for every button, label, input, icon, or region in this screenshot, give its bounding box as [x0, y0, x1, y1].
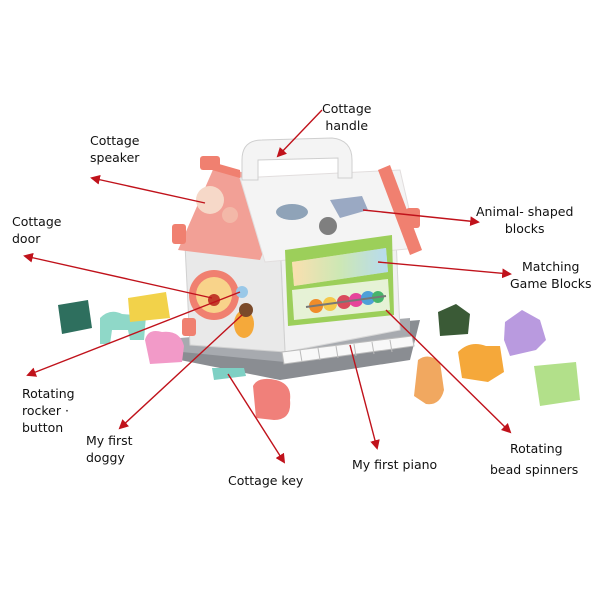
arrow-first-doggy — [118, 314, 243, 430]
label-cottage-key: Cottage key — [228, 473, 304, 488]
arrow-rocker-button — [26, 291, 241, 377]
label-cottage-speaker: Cottage speaker — [90, 133, 140, 165]
label-animal-shaped-blocks: Animal- shaped blocks — [476, 204, 574, 236]
label-matching-game-blocks: Matching Game Blocks — [510, 259, 592, 291]
label-cottage-door: Cottage door — [12, 214, 62, 246]
arrow-bead-spinners — [385, 309, 512, 434]
arrow-animal-blocks — [362, 209, 480, 227]
label-my-first-piano: My first piano — [352, 457, 438, 472]
label-cottage-handle: Cottage handle — [322, 101, 372, 133]
label-rotating-rocker-button: Rotating rocker · button — [22, 386, 75, 435]
label-my-first-doggy: My first doggy — [86, 433, 133, 465]
arrow-cottage-speaker — [90, 174, 206, 204]
arrow-cottage-handle — [276, 109, 323, 158]
arrow-cottage-key — [227, 373, 286, 464]
arrow-first-piano — [349, 344, 380, 450]
label-rotating-bead-spinners: Rotating bead spinners — [490, 441, 579, 477]
arrow-cottage-door — [23, 252, 213, 299]
arrow-matching-blocks — [377, 261, 512, 279]
